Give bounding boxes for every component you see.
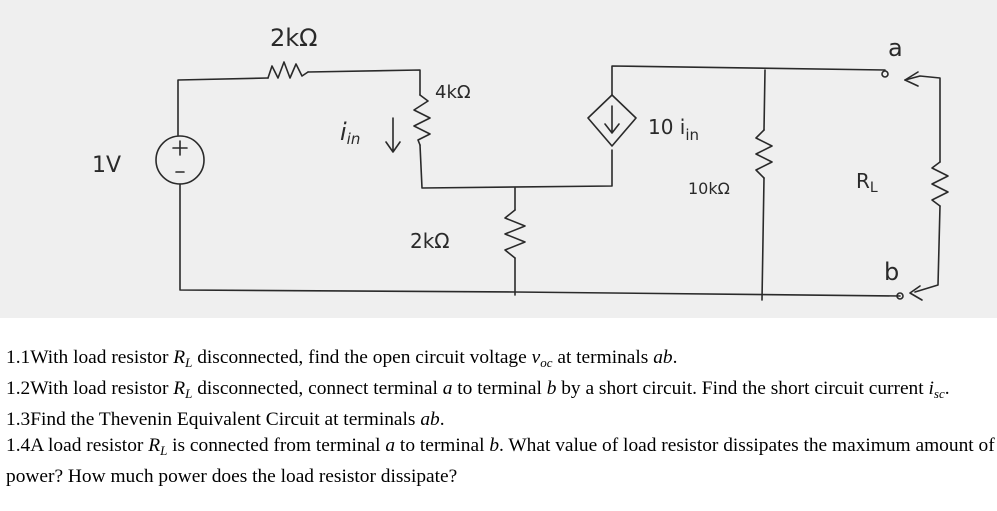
resistor-10k-label: 10kΩ — [688, 179, 730, 198]
wire-left-bottom — [179, 183, 901, 297]
source-value-label: 1V — [92, 153, 121, 178]
wire-10k-top — [763, 69, 766, 131]
dependent-source — [587, 94, 637, 147]
wire-10k-bottom — [761, 177, 765, 301]
resistor-10k — [755, 129, 773, 179]
dep-arrow — [604, 105, 620, 134]
terminal-b-label: b — [884, 258, 899, 286]
wire-left — [177, 77, 269, 136]
source-plus — [172, 140, 188, 156]
wire-top-right — [611, 65, 886, 96]
resistor-4k-label: 4kΩ — [435, 82, 471, 103]
wire-load-top — [904, 75, 941, 163]
terminal-b-node — [896, 292, 904, 300]
question-1-3: 1.3Find the Thevenin Equivalent Circuit … — [6, 409, 445, 430]
load-label: RL — [856, 169, 878, 196]
question-1-1: 1.1With load resistor RL disconnected, f… — [6, 347, 678, 370]
resistor-2k-bottom-label: 2kΩ — [410, 229, 450, 253]
resistor-2k-series — [267, 61, 309, 79]
question-list: 1.1With load resistor RL disconnected, f… — [6, 345, 996, 490]
arrow-a — [904, 71, 919, 87]
current-iin-label: iin — [340, 118, 360, 148]
terminal-a-label: a — [888, 34, 903, 62]
wire-mid — [419, 144, 613, 189]
resistor-2k-label: 2kΩ — [270, 24, 318, 52]
question-1-4: 1.4A load resistor RL is connected from … — [6, 435, 995, 487]
resistor-4k — [413, 94, 431, 146]
resistor-2k-bottom — [504, 209, 526, 259]
wire-load-bottom — [914, 205, 941, 293]
arrow-b — [909, 285, 923, 301]
wire-top-left — [307, 69, 421, 96]
terminal-a-node — [881, 70, 889, 78]
circuit-diagram: 1V 2kΩ 4kΩ iin 10 iin 10kΩ 2kΩ a b RL — [92, 24, 949, 301]
current-arrow — [385, 117, 401, 153]
dep-source-label: 10 iin — [648, 115, 699, 144]
circuit-sketch: 1V 2kΩ 4kΩ iin 10 iin 10kΩ 2kΩ a b RL — [0, 0, 997, 318]
resistor-load — [931, 161, 949, 207]
question-1-2: 1.2With load resistor RL disconnected, c… — [6, 378, 950, 401]
